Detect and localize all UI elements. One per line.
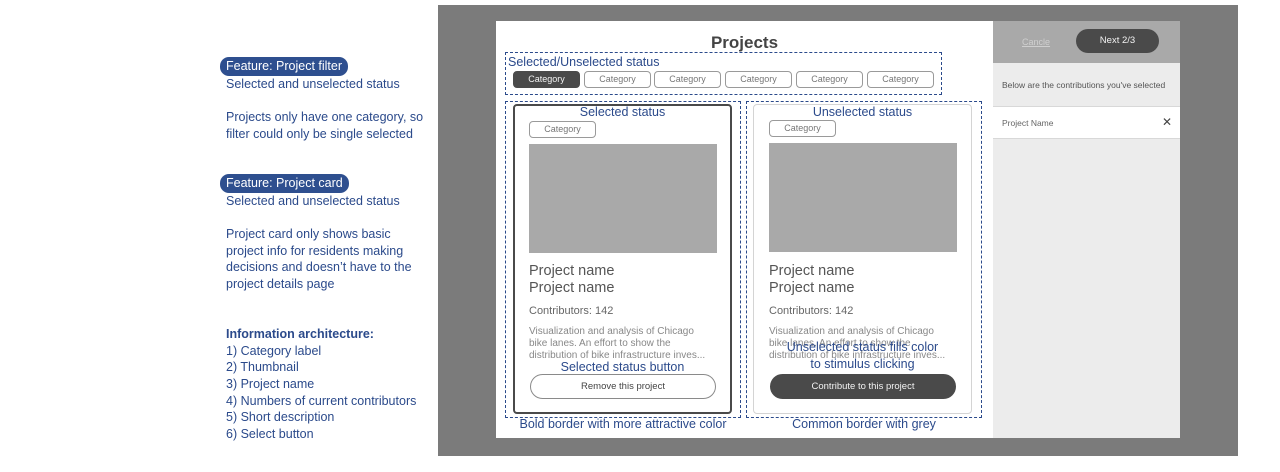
project-name: Project name [769,263,855,279]
selected-status-annotation: Selected status [579,105,666,119]
ia-item: 6) Select button [226,427,314,441]
contributors-count: Contributors: 142 [529,305,614,317]
unselected-status-annotation: Unselected status [812,105,913,119]
note-card-line: Project card only shows basic [226,227,391,241]
page-title: Projects [710,33,779,52]
project-card-unselected[interactable]: Category Project name Project name Contr… [753,104,972,414]
note-filter-line: filter could only be single selected [226,127,413,141]
project-card-selected[interactable]: Category Project name Project name Contr… [513,104,732,414]
note-filter-status: Selected and unselected status [226,77,400,91]
project-description: Visualization and analysis of Chicago bi… [529,326,706,361]
selected-border-annotation: Bold border with more attractive color [519,417,727,431]
selection-note: Below are the contributions you've selec… [1002,80,1166,90]
ia-item: 4) Numbers of current contributors [226,394,417,408]
remove-project-button[interactable]: Remove this project [530,374,716,399]
project-thumbnail [529,144,717,253]
card-category-label: Category [529,121,596,138]
card-category-label: Category [769,120,836,137]
project-name: Project name [529,280,615,296]
note-card-line: project details page [226,277,335,291]
project-name: Project name [529,263,615,279]
selected-project-name: Project Name [1002,118,1054,128]
selected-button-annotation: Selected status button [560,360,685,374]
close-icon[interactable]: ✕ [1162,115,1173,129]
unselected-border-annotation: Common border with grey [792,417,936,431]
note-filter-line: Projects only have one category, so [226,110,424,124]
category-chip[interactable]: Category [867,71,934,88]
panel-header: Cancle Next 2/3 [993,21,1180,63]
feature-pill-project-filter: Feature: Project filter [220,57,349,76]
filter-annotation-box [505,52,942,95]
unselected-button-annotation: Unselected status fills color [786,340,939,354]
selected-project-item: Project Name ✕ [993,106,1180,139]
unselected-button-annotation: to stimulus clicking [810,357,915,371]
note-card-line: project info for residents making [226,244,404,258]
category-chip[interactable]: Category [584,71,651,88]
contributors-count: Contributors: 142 [769,305,854,317]
note-card-status: Selected and unselected status [226,194,400,208]
ia-item: 2) Thumbnail [226,360,299,374]
selection-panel: Cancle Next 2/3 Below are the contributi… [993,21,1180,438]
ia-item: 1) Category label [226,344,322,358]
selected-card-annotation-box [505,101,741,418]
feature-pill-project-card: Feature: Project card [220,174,349,193]
contribute-button[interactable]: Contribute to this project [770,374,956,399]
category-chip[interactable]: Category [796,71,863,88]
next-step-button[interactable]: Next 2/3 [1076,29,1159,53]
category-chip[interactable]: Category [725,71,792,88]
ia-item: 5) Short description [226,410,335,424]
unselected-card-annotation-box [746,101,982,418]
note-card-line: decisions and doesn’t have to the [226,260,412,274]
project-thumbnail [769,143,957,252]
category-chip[interactable]: Category [654,71,721,88]
project-description: Visualization and analysis of Chicago bi… [769,326,946,361]
cancel-link[interactable]: Cancle [1022,37,1051,47]
category-chip-selected[interactable]: Category [513,71,580,88]
projects-page: Projects Selected/Unselected status Cate… [496,21,993,438]
ia-item: 3) Project name [226,377,315,391]
filter-annotation-label: Selected/Unselected status [508,55,660,69]
project-name: Project name [769,280,855,296]
ia-title: Information architecture: [226,327,374,341]
